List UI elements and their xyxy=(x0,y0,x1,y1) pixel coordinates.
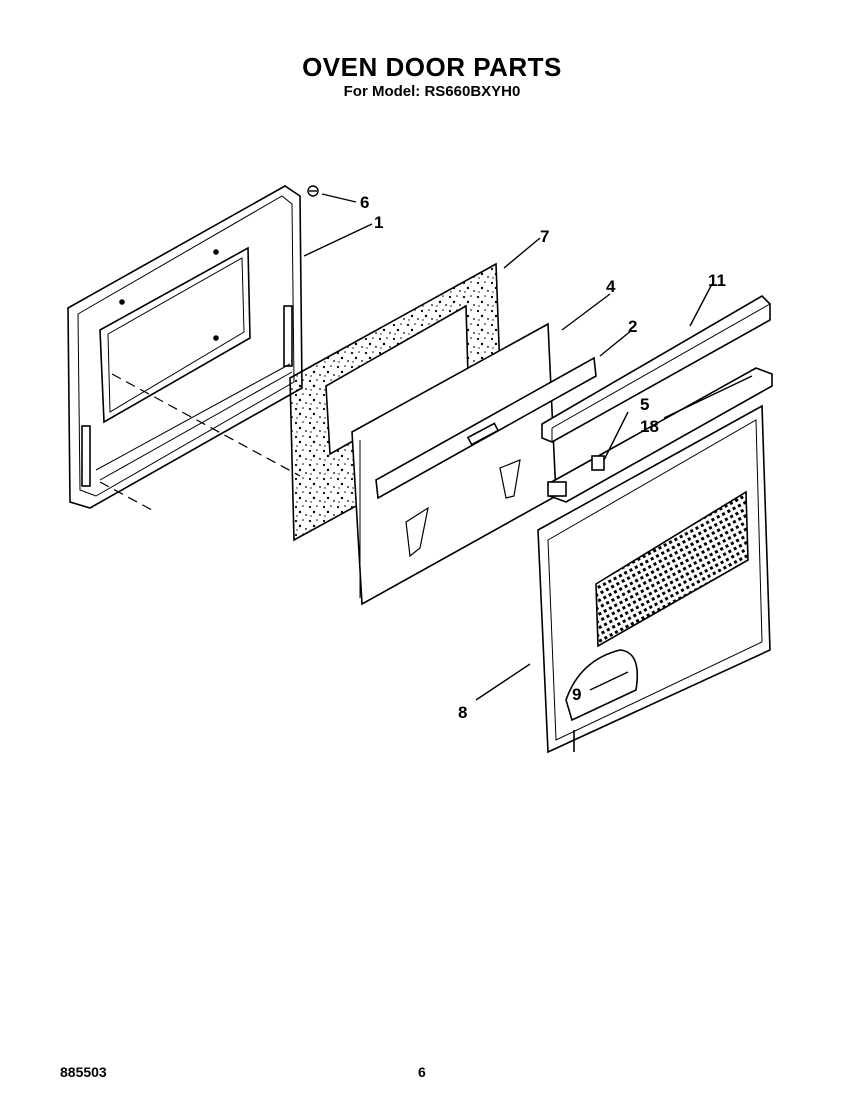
document-number: 885503 xyxy=(60,1064,107,1080)
outer-door-frame xyxy=(67,185,303,509)
model-subtitle: For Model: RS660BXYH0 xyxy=(343,83,521,100)
inner-door-liner xyxy=(537,404,771,754)
callout-5: 5 xyxy=(640,395,649,414)
hinge-rail xyxy=(547,367,773,503)
page-number: 6 xyxy=(418,1064,426,1080)
door-trim-bar xyxy=(541,294,771,443)
callout-1: 1 xyxy=(374,213,383,232)
leader-lines xyxy=(303,193,753,701)
callout-2: 2 xyxy=(628,317,637,336)
alignment-dash-lines xyxy=(99,373,301,511)
callout-11: 11 xyxy=(708,271,726,290)
callout-18: 18 xyxy=(640,417,659,436)
callout-8: 8 xyxy=(458,703,467,722)
callout-4: 4 xyxy=(606,277,616,296)
page-title: OVEN DOOR PARTS xyxy=(302,52,562,82)
callout-6: 6 xyxy=(360,193,369,212)
callout-7: 7 xyxy=(540,227,549,246)
callout-9: 9 xyxy=(572,685,581,704)
screw-part xyxy=(307,185,319,197)
